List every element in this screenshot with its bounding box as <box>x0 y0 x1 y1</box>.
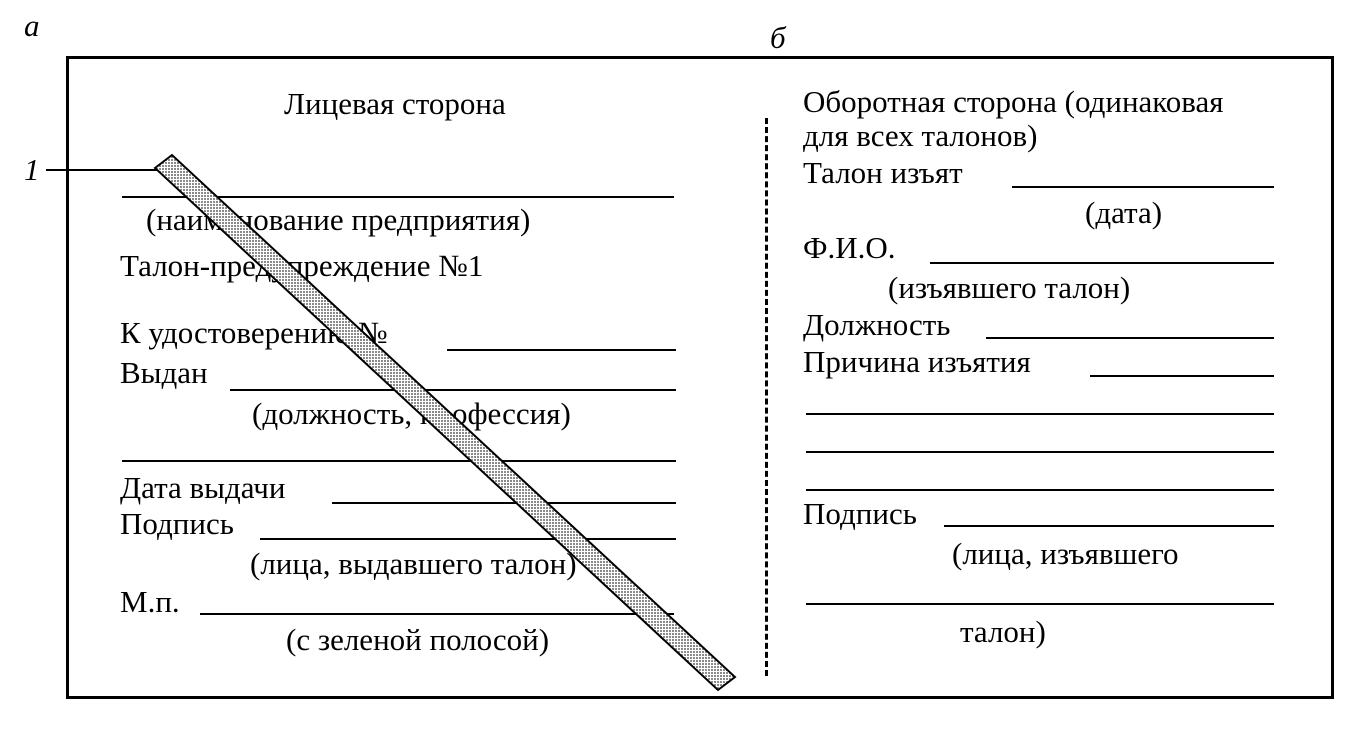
job-title-label: Должность <box>803 307 951 342</box>
panel-label-b: б <box>770 20 786 55</box>
panel-label-a: а <box>24 8 40 43</box>
full-name-line <box>930 262 1274 264</box>
front-signature-label: Подпись <box>120 506 234 541</box>
front-heading: Лицевая сторона <box>284 86 506 121</box>
withdrawn-date-line <box>1012 186 1274 188</box>
seal-label: М.п. <box>120 584 180 619</box>
reason-line-4 <box>806 489 1274 491</box>
withdrawer-caption: (изъявшего талон) <box>888 270 1131 305</box>
position-extra-line <box>122 460 676 462</box>
certificate-line <box>447 349 676 351</box>
issue-date-label: Дата выдачи <box>120 470 286 505</box>
issued-to-label: Выдан <box>120 355 208 390</box>
reason-line-3 <box>806 451 1274 453</box>
reason-label: Причина изъятия <box>803 344 1031 379</box>
back-heading-line1: Оборотная сторона (одинаковая <box>803 84 1224 119</box>
full-name-label: Ф.И.О. <box>803 230 896 265</box>
issuer-caption: (лица, выдавшего талон) <box>250 546 577 581</box>
diagonal-green-stripe <box>153 153 737 692</box>
reason-line-1 <box>1090 375 1274 377</box>
back-heading-line2: для всех талонов) <box>803 118 1038 153</box>
back-signature-line <box>944 525 1274 527</box>
stripe-caption: (с зеленой полосой) <box>286 622 550 657</box>
seal-line <box>200 613 674 615</box>
fold-divider <box>765 118 768 676</box>
person-line <box>806 603 1274 605</box>
issued-to-line <box>230 389 676 391</box>
callout-number: 1 <box>24 152 40 187</box>
date-caption: (дата) <box>1085 195 1163 230</box>
job-title-line <box>986 337 1274 339</box>
issue-date-line <box>332 502 676 504</box>
front-signature-line <box>260 538 676 540</box>
withdrawn-label: Талон изъят <box>803 155 963 190</box>
enterprise-line <box>122 196 674 198</box>
talon-card <box>66 56 1334 699</box>
talon-caption: талон) <box>960 614 1046 649</box>
person-caption: (лица, изъявшего <box>952 536 1179 571</box>
callout-leader-line <box>46 169 166 171</box>
back-signature-label: Подпись <box>803 496 917 531</box>
reason-line-2 <box>806 413 1274 415</box>
